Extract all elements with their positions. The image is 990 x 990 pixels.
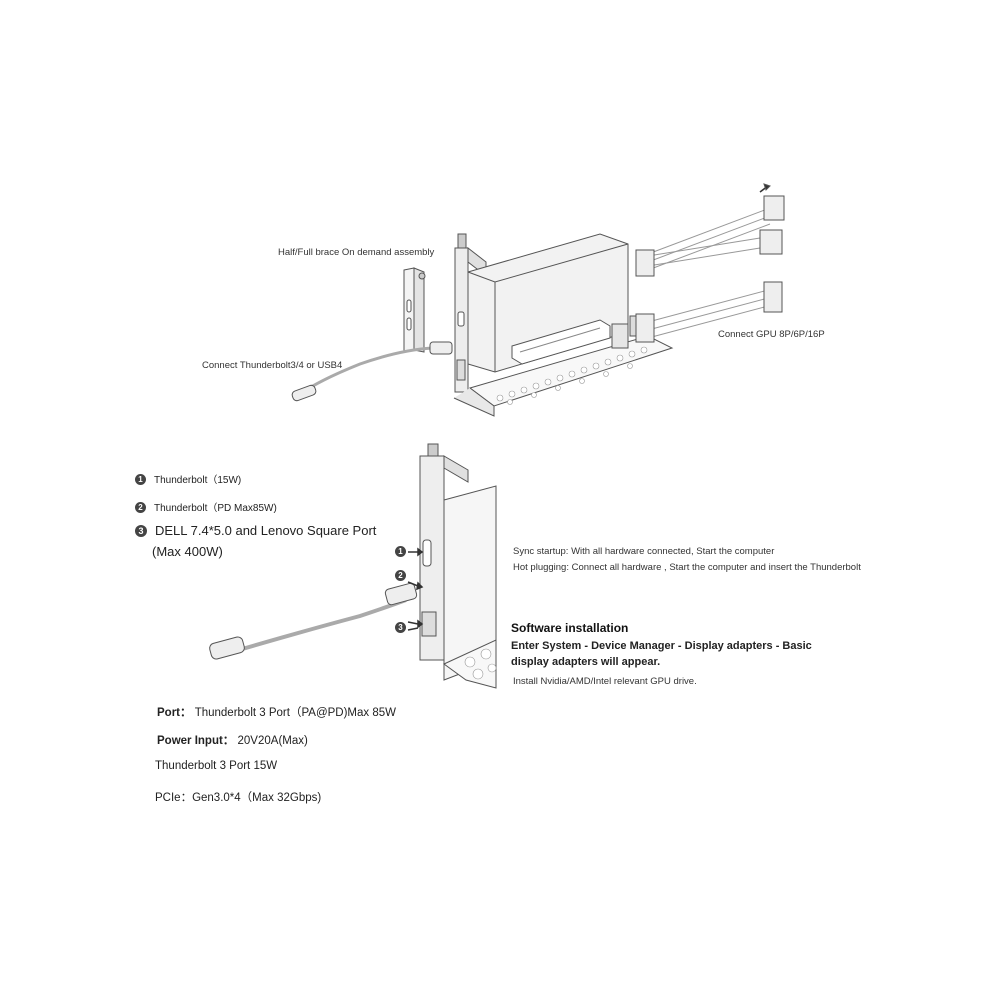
callout-2: 2: [395, 570, 406, 581]
callout-3: 3: [395, 622, 406, 633]
side-plate-holes: [464, 648, 497, 680]
gpu-power-label: Connect GPU 8P/6P/16P: [718, 329, 825, 340]
spec-port-val: Thunderbolt 3 Port（PA@PD)Max 85W: [194, 707, 396, 719]
software-small: Install Nvidia/AMD/Intel relevant GPU dr…: [513, 676, 697, 687]
gpu-power-cables: [635, 183, 785, 343]
port-label-3: DELL 7.4*5.0 and Lenovo Square Port: [155, 523, 377, 538]
port-num-1: 1: [135, 474, 146, 485]
spec-power: Power Input： 20V20A(Max): [157, 732, 308, 748]
spec-port: Port： Thunderbolt 3 Port（PA@PD)Max 85W: [157, 704, 396, 720]
plate-holes: [496, 346, 648, 405]
brace-label: Half/Full brace On demand assembly: [278, 247, 435, 258]
callout-1: 1: [395, 546, 406, 557]
port-num-2: 2: [135, 502, 146, 513]
half-brace-part: [403, 267, 426, 353]
bracket-side-view: [419, 443, 497, 689]
port-item-3: 3 DELL 7.4*5.0 and Lenovo Square Port: [135, 523, 376, 538]
port-label-2: Thunderbolt（PD Max85W): [154, 503, 277, 514]
port-label-3-line2: (Max 400W): [152, 544, 223, 559]
port-label-1: Thunderbolt（15W): [154, 475, 242, 486]
thunderbolt-cable-bottom: [209, 582, 418, 660]
hot-plug-note: Hot plugging: Connect all hardware , Sta…: [513, 562, 861, 573]
spec-power-key: Power Input：: [157, 735, 235, 747]
software-title: Software installation: [511, 621, 629, 635]
port-item-1: 1 Thunderbolt（15W): [135, 471, 241, 486]
spec-thunderbolt: Thunderbolt 3 Port 15W: [155, 760, 278, 772]
port-item-2: 2 Thunderbolt（PD Max85W): [135, 499, 277, 514]
spec-power-val: 20V20A(Max): [237, 735, 308, 747]
port-num-3: 3: [135, 525, 147, 537]
software-text: Enter System - Device Manager - Display …: [511, 640, 812, 668]
spec-port-key: Port：: [157, 707, 192, 719]
thunderbolt-cable: [291, 341, 453, 402]
callout-arrows: [407, 547, 424, 631]
spec-pcie: PCIe：Gen3.0*4（Max 32Gbps): [155, 792, 322, 804]
sync-note: Sync startup: With all hardware connecte…: [513, 546, 775, 557]
cable-label: Connect Thunderbolt3/4 or USB4: [202, 360, 343, 371]
